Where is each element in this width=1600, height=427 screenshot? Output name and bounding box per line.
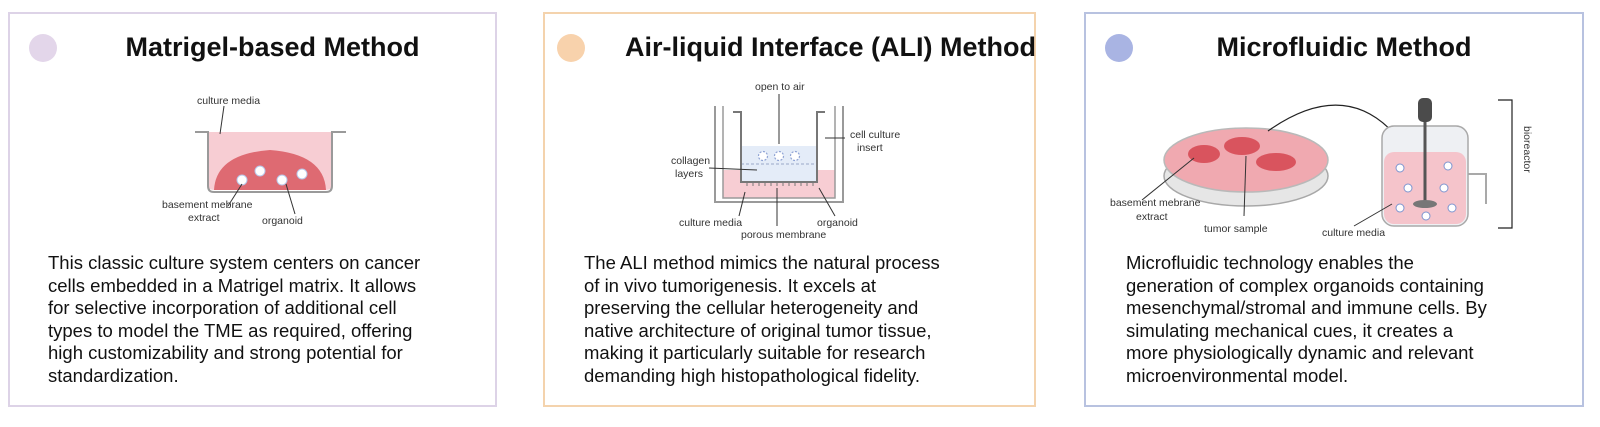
description-line: making it particularly suitable for rese… (584, 342, 926, 364)
organoid-cell (1395, 163, 1405, 173)
label-organoid: organoid (262, 215, 303, 227)
organoid-cell (1421, 211, 1431, 221)
ali-panel: Air-liquid Interface (ALI) Method (543, 12, 1036, 407)
outlet-tube (1468, 173, 1487, 204)
description-line: more physiologically dynamic and relevan… (1126, 342, 1474, 364)
collagen-leader (708, 167, 758, 171)
organoid-cell (1395, 203, 1405, 213)
ali-organoids (757, 150, 801, 162)
description-line: microenvironmental model. (1126, 364, 1349, 386)
description-line: of in vivo tumorigenesis. It excels at (584, 274, 877, 296)
label-layers: layers (675, 168, 703, 180)
label-open-to-air: open to air (755, 81, 805, 93)
label-collagen: collagen (671, 155, 710, 167)
label-cell-culture: cell culture (850, 129, 900, 141)
description-line: high customizability and strong potentia… (48, 342, 403, 364)
matrigel-illustration: culture media basement mebrane extract o… (10, 76, 495, 246)
description-line: native architecture of original tumor ti… (584, 319, 932, 341)
description-line: preserving the cellular heterogeneity an… (584, 297, 919, 319)
reactor-organoids (1395, 161, 1457, 221)
panel-description: Microfluidic technology enables the gene… (1126, 252, 1576, 388)
periwinkle-dot-icon (1105, 34, 1133, 62)
bioreactor-diagram: bioreactor basement mebrane extract tumo… (1110, 98, 1533, 239)
description-line: This classic culture system centers on c… (48, 252, 421, 273)
culture-media-leader (219, 105, 225, 135)
label-porous-membrane: porous membrane (741, 229, 826, 241)
organoid-cell (757, 150, 769, 162)
label-basement-membrane: basement mebrane (1110, 197, 1201, 209)
label-extract: extract (1136, 211, 1168, 223)
description-line: simulating mechanical cues, it creates a (1126, 319, 1453, 341)
bme-leader (227, 183, 243, 207)
tumor-fragment (1224, 137, 1260, 155)
bioreactor-bracket (1498, 99, 1513, 229)
organoid-cell (296, 168, 308, 180)
label-insert: insert (857, 142, 883, 154)
culture-media-leader (1353, 203, 1393, 227)
organoid-cell (1443, 161, 1453, 171)
peach-dot-icon (557, 34, 585, 62)
panel-description: This classic culture system centers on c… (48, 252, 488, 388)
matrigel-dish-diagram: culture media basement mebrane extract o… (162, 95, 346, 227)
description-line: mesenchymal/stromal and immune cells. By (1126, 297, 1487, 319)
transfer-arrow (1267, 104, 1399, 139)
bme-leader (1141, 157, 1195, 201)
tumor-fragment (1188, 145, 1220, 163)
ali-insert-diagram: open to air cell culture insert collagen… (671, 81, 900, 241)
label-culture-media: culture media (679, 217, 742, 229)
tumor-fragment (1256, 153, 1296, 171)
label-culture-media: culture media (197, 95, 260, 107)
insert-outline (733, 111, 825, 183)
organoid-cell (789, 150, 801, 162)
description-line: The ALI method mimics the natural proces… (584, 252, 940, 273)
panel-title: Matrigel-based Method (125, 32, 420, 62)
organoid-cell (254, 165, 266, 177)
label-extract: extract (188, 212, 220, 224)
organoid-cell (1439, 183, 1449, 193)
organoid-cell (236, 174, 248, 186)
microfluidic-illustration: bioreactor basement mebrane extract tumo… (1086, 76, 1582, 246)
description-line: cells embedded in a Matrigel matrix. It … (48, 274, 417, 296)
inner-well-outline (722, 106, 836, 199)
outer-well-outline (714, 106, 844, 203)
label-culture-media: culture media (1322, 227, 1385, 239)
organoid-cells (236, 165, 308, 186)
label-basement-membrane: basement mebrane (162, 199, 253, 211)
tumor-sample-leader (1243, 155, 1247, 217)
description-line: standardization. (48, 364, 179, 386)
label-bioreactor: bioreactor (1521, 126, 1533, 173)
label-tumor-sample: tumor sample (1204, 223, 1268, 235)
ali-illustration: open to air cell culture insert collagen… (545, 76, 1034, 246)
stirrer-paddle (1413, 200, 1437, 208)
stirrer-cap (1418, 98, 1432, 122)
panel-description: The ALI method mimics the natural proces… (584, 252, 1024, 388)
microfluidic-panel: Microfluidic Method (1084, 12, 1584, 407)
matrigel-panel: Matrigel-based Method culture media base… (8, 12, 497, 407)
description-line: generation of complex organoids containi… (1126, 274, 1484, 296)
label-organoid: organoid (817, 217, 858, 229)
porous-membrane-ticks (746, 182, 814, 186)
organoid-cell (773, 150, 785, 162)
description-line: demanding high histopathological fidelit… (584, 364, 920, 386)
media-leader (738, 191, 746, 217)
description-line: for selective incorporation of additiona… (48, 297, 397, 319)
panel-title: Microfluidic Method (1216, 32, 1472, 62)
organoid-leader (818, 187, 836, 217)
well-outline (195, 131, 346, 193)
description-line: Microfluidic technology enables the (1126, 252, 1414, 273)
description-line: types to model the TME as required, offe… (48, 319, 413, 341)
panel-title: Air-liquid Interface (ALI) Method (625, 32, 1036, 62)
lavender-dot-icon (29, 34, 57, 62)
organoid-cell (1403, 183, 1413, 193)
organoid-cell (1447, 203, 1457, 213)
organoid-cell (276, 174, 288, 186)
organoid-leader (285, 183, 296, 215)
